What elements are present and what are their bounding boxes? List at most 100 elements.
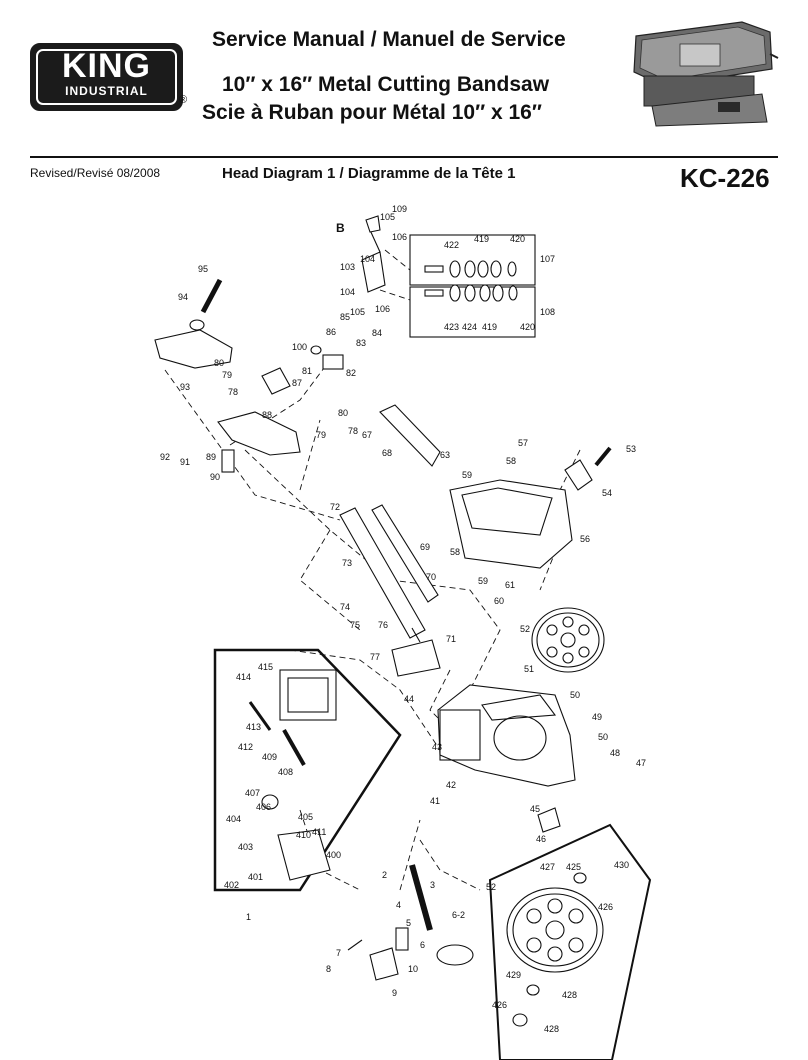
callout: 413 [246, 722, 261, 732]
callout: 401 [248, 872, 263, 882]
bearing-stack-upper [424, 260, 517, 278]
callout: 10 [408, 964, 418, 974]
cover-56 [449, 479, 573, 569]
callout: 420 [510, 234, 525, 244]
bar-413 [282, 729, 306, 766]
assembly-box-107 [409, 234, 536, 286]
rod-414 [248, 701, 272, 731]
block-81 [322, 354, 344, 370]
subassembly-frame-1 [213, 648, 402, 892]
vise-400 [277, 829, 331, 881]
callout: 428 [544, 1024, 559, 1034]
wheel-52-lower [506, 887, 604, 973]
callout: 415 [258, 662, 273, 672]
callout: 54 [602, 488, 612, 498]
callout: 79 [222, 370, 232, 380]
callout: 427 [540, 862, 555, 872]
callout: 69 [420, 542, 430, 552]
callout: 81 [302, 366, 312, 376]
callout: 100 [292, 342, 307, 352]
logo-brand-sub: INDUSTRIAL [65, 84, 148, 98]
guide-bracket [361, 251, 386, 293]
callout: 59 [462, 470, 472, 480]
callout: 425 [566, 862, 581, 872]
callout: 407 [245, 788, 260, 798]
callout: 46 [536, 834, 546, 844]
callout: 76 [378, 620, 388, 630]
registered-mark: ® [179, 94, 188, 106]
block-77 [391, 639, 441, 677]
callout: 414 [236, 672, 251, 682]
exploded-parts-diagram: B 105 109 106 104 103 422 419 420 107 10… [154, 204, 652, 1060]
knob-100 [310, 345, 322, 355]
callout: 428 [562, 990, 577, 1000]
callout: 411 [312, 827, 326, 837]
callout: 424 [462, 322, 477, 332]
callout: 108 [540, 307, 555, 317]
callout: 400 [326, 850, 341, 860]
plate-45 [537, 807, 561, 833]
logo-brand-name: KING [62, 47, 151, 85]
callout: 45 [530, 804, 540, 814]
manual-title: Service Manual / Manuel de Service [212, 28, 566, 51]
callout: 58 [506, 456, 516, 466]
callout: 51 [524, 664, 534, 674]
revision-date: Revised/Revisé 08/2008 [30, 166, 161, 180]
bar-69 [371, 504, 439, 603]
callout: 426 [598, 902, 613, 912]
callout: 80 [214, 358, 224, 368]
callout: 68 [382, 448, 392, 458]
callout: 103 [340, 262, 355, 272]
callout: 82 [346, 368, 356, 378]
callout: 104 [340, 287, 355, 297]
callout: 420 [520, 322, 535, 332]
bar-73 [339, 507, 426, 639]
callout: 44 [404, 694, 414, 704]
callout: 83 [356, 338, 366, 348]
callout: 85 [340, 312, 350, 322]
callout: 41 [430, 796, 440, 806]
callout: 106 [375, 304, 390, 314]
callout: 48 [610, 748, 620, 758]
king-industrial-logo: KING INDUSTRIAL [30, 43, 183, 111]
callout: 409 [262, 752, 277, 762]
callout: 3 [430, 880, 435, 890]
callout: 105 [380, 212, 395, 222]
bearing-429 [526, 984, 540, 996]
callout: 430 [614, 860, 629, 870]
callout: 412 [238, 742, 253, 752]
callout: 87 [292, 378, 302, 388]
gear-407 [261, 794, 279, 810]
callout: 406 [256, 802, 271, 812]
callout: 72 [330, 502, 340, 512]
callout: 86 [326, 327, 336, 337]
arm-93 [154, 329, 233, 369]
callout: 80 [338, 408, 348, 418]
callout: 402 [224, 880, 239, 890]
callout: 56 [580, 534, 590, 544]
callout: 89 [206, 452, 216, 462]
guard-63 [379, 404, 441, 467]
model-number: KC-226 [680, 163, 770, 193]
callout: 52 [486, 882, 496, 892]
callout: 426 [492, 1000, 507, 1010]
callout: 52 [520, 624, 530, 634]
bolt-53 [594, 446, 612, 467]
shaft-4 [409, 864, 433, 931]
callout: 8 [326, 964, 331, 974]
diagram-subtitle: Head Diagram 1 / Diagramme de la Tête 1 [222, 165, 516, 182]
header-divider [30, 156, 778, 158]
callout: 88 [262, 410, 272, 420]
callout: 47 [636, 758, 646, 768]
callout: 42 [446, 780, 456, 790]
bracket-9 [369, 947, 399, 981]
callout: 79 [316, 430, 326, 440]
callout: 410 [296, 830, 311, 840]
callout: 91 [180, 457, 190, 467]
ring-426 [573, 872, 587, 884]
product-title-en: 10″ x 16″ Metal Cutting Bandsaw [222, 73, 550, 96]
callout: 78 [348, 426, 358, 436]
lower-wheel-frame [488, 823, 652, 1060]
callout: 403 [238, 842, 253, 852]
callout: 95 [198, 264, 208, 274]
